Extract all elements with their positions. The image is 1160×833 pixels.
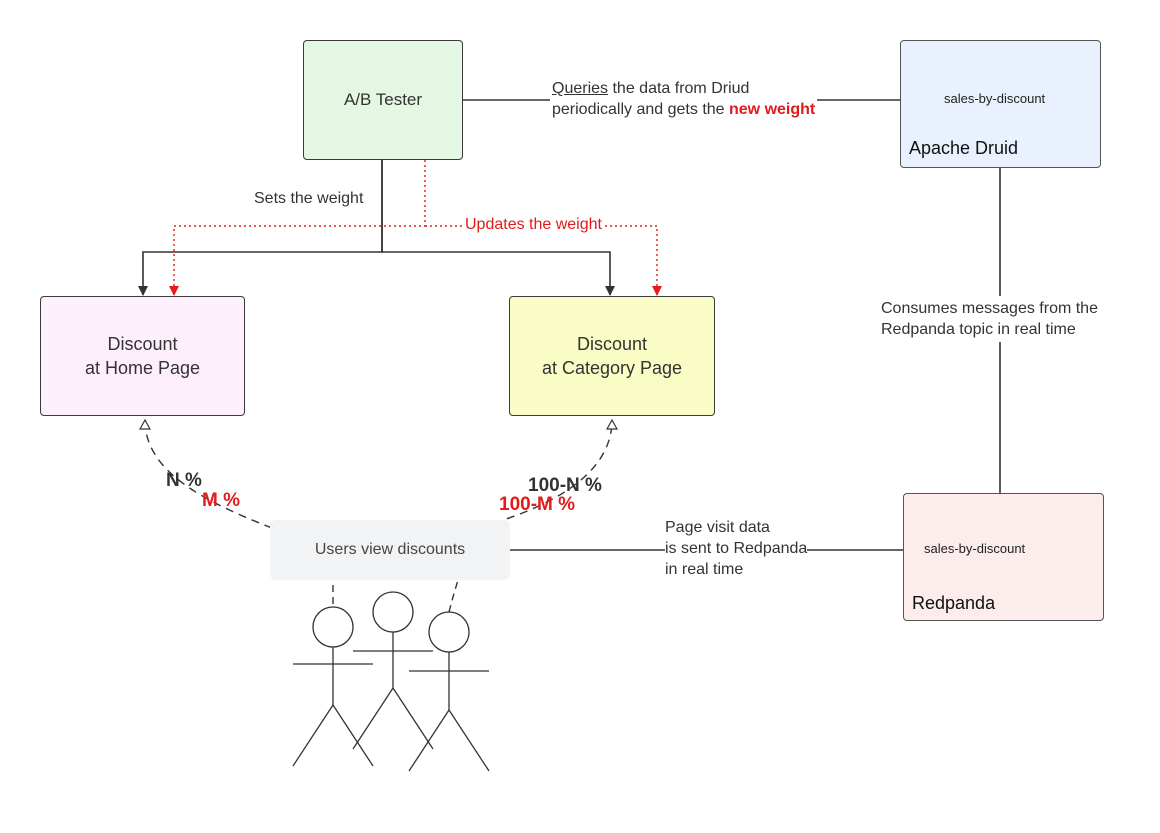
consumes-label: Consumes messages from the Redpanda topi… <box>879 296 1100 342</box>
discount-home-page-text: Discount at Home Page <box>84 334 201 378</box>
user-link-3 <box>448 579 459 613</box>
home-traffic-arrow <box>145 420 273 529</box>
user-figure-middle <box>352 591 434 750</box>
apache-druid-node[interactable] <box>900 40 1101 168</box>
discount-category-page-text: Discount at Category Page <box>541 334 683 378</box>
queries-label: Queries the data from Driud periodically… <box>550 78 818 120</box>
ab-tester-label: A/B Tester <box>343 90 423 109</box>
druid-datasource-label: sales-by-discount <box>944 91 1046 106</box>
updates-weight-arrow-home <box>169 160 426 296</box>
discount-category-page-node[interactable]: Discount at Category Page <box>509 296 715 416</box>
user-figure-right <box>408 611 490 772</box>
new-weight-emphasis: new weight <box>729 101 816 118</box>
home-split-old: N % <box>166 470 202 491</box>
sets-weight-label: Sets the weight <box>254 190 364 207</box>
discount-home-page-node[interactable]: Discount at Home Page <box>40 296 245 416</box>
category-traffic-arrow <box>479 420 612 528</box>
category-split-new: 100-M % <box>499 494 576 515</box>
user-figure-left <box>292 606 374 767</box>
queries-word: Queries <box>552 80 609 97</box>
updates-weight-label: Updates the weight <box>462 216 605 234</box>
redpanda-topic-label: sales-by-discount <box>924 541 1026 556</box>
redpanda-node[interactable] <box>903 493 1104 621</box>
users-view-discounts-node[interactable]: Users view discounts <box>270 520 510 580</box>
apache-druid-label: Apache Druid <box>909 138 1019 158</box>
page-visit-label: Page visit data is sent to Redpanda in r… <box>665 519 808 578</box>
users-view-discounts-label: Users view discounts <box>314 541 466 558</box>
home-split-new: M % <box>202 490 240 511</box>
sets-weight-arrow-home <box>138 160 383 296</box>
redpanda-label: Redpanda <box>912 593 996 613</box>
category-split-old: 100-N % <box>528 475 602 496</box>
ab-tester-node[interactable]: A/B Tester <box>303 40 463 160</box>
sets-weight-arrow-category <box>381 160 615 296</box>
updates-weight-arrow-category <box>425 225 662 296</box>
